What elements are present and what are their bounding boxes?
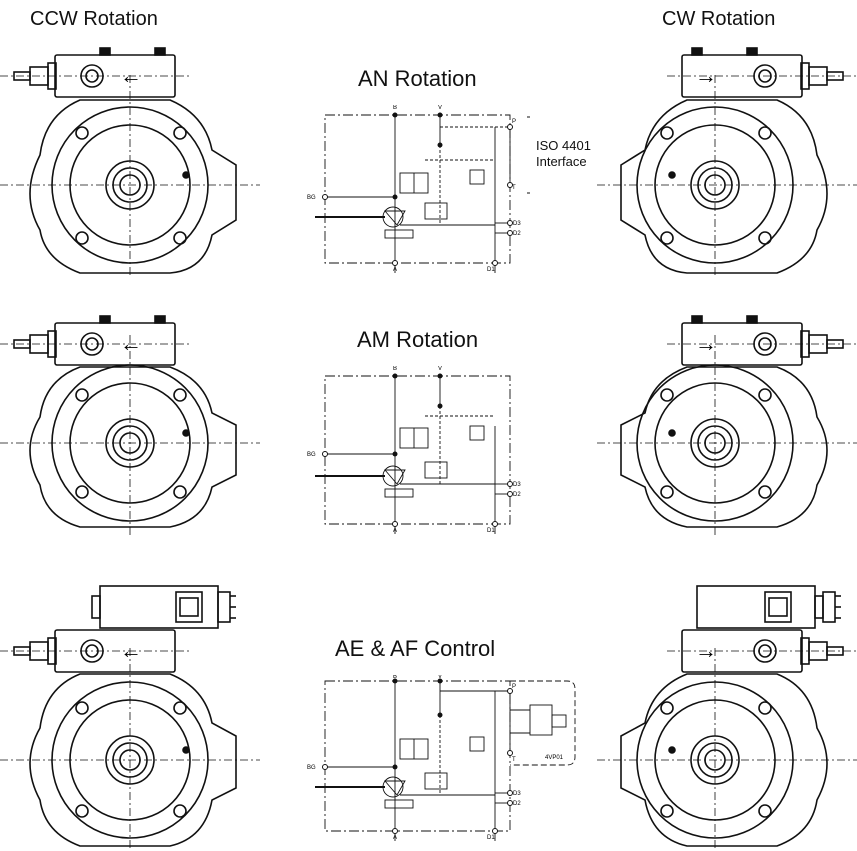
svg-text:BG: BG xyxy=(307,765,316,771)
svg-text:D1: D1 xyxy=(487,528,495,534)
rotation-arrow: → xyxy=(695,63,717,88)
svg-text:D1: D1 xyxy=(487,267,495,273)
pump-cw-an-drawing: → xyxy=(597,47,857,275)
rotation-arrow: → xyxy=(695,331,717,356)
cw-rotation-heading: CW Rotation xyxy=(662,8,776,30)
svg-text:P: P xyxy=(512,684,516,690)
pump-ccw-ae-af-drawing: ← xyxy=(0,585,260,851)
svg-text:BG: BG xyxy=(307,452,316,458)
svg-text:D3: D3 xyxy=(513,221,521,227)
svg-text:D1: D1 xyxy=(487,835,495,841)
pump-cw-ae-af-drawing: → xyxy=(597,585,857,851)
svg-text:T: T xyxy=(512,185,516,191)
svg-text:BG: BG xyxy=(307,195,316,201)
ae-af-control-title: AE & AF Control xyxy=(335,636,496,661)
svg-text:D3: D3 xyxy=(513,482,521,488)
svg-text:P: P xyxy=(512,119,516,125)
pump-ccw-an-drawing: ← xyxy=(0,47,260,275)
svg-text:D2: D2 xyxy=(513,231,521,237)
am-rotation-schematic: B V BG D3 D2 A D1 xyxy=(307,366,521,534)
rotation-arrow: ← xyxy=(120,331,142,356)
svg-text:A: A xyxy=(393,835,397,841)
pump-cw-am-drawing: → xyxy=(597,315,857,535)
ccw-rotation-heading: CCW Rotation xyxy=(30,8,158,30)
svg-text:B: B xyxy=(393,675,397,680)
rotation-arrow: ← xyxy=(120,63,142,88)
am-rotation-title: AM Rotation xyxy=(357,327,479,352)
svg-text:D3: D3 xyxy=(513,791,521,797)
svg-text:B: B xyxy=(393,366,397,372)
svg-text:4VP01: 4VP01 xyxy=(545,755,564,761)
svg-text:A: A xyxy=(393,267,397,273)
svg-text:D2: D2 xyxy=(513,801,521,807)
svg-text:D2: D2 xyxy=(513,492,521,498)
svg-text:V: V xyxy=(438,105,442,111)
svg-text:T: T xyxy=(512,757,516,763)
svg-text:B: B xyxy=(393,105,397,111)
an-rotation-title: AN Rotation xyxy=(358,66,477,91)
svg-text:V: V xyxy=(438,366,442,372)
ae-af-control-schematic: B V P T BG D3 D2 A D1 4VP01 xyxy=(307,675,576,841)
iso-interface-label: ISO 4401 Interface xyxy=(536,138,591,169)
rotation-arrow: ← xyxy=(120,638,142,663)
svg-text:A: A xyxy=(393,528,397,534)
pump-ccw-am-drawing: ← xyxy=(0,315,260,535)
svg-text:V: V xyxy=(438,675,442,680)
an-rotation-schematic: B V P T BG D3 D2 A D1 xyxy=(307,105,530,273)
rotation-arrow: → xyxy=(695,638,717,663)
